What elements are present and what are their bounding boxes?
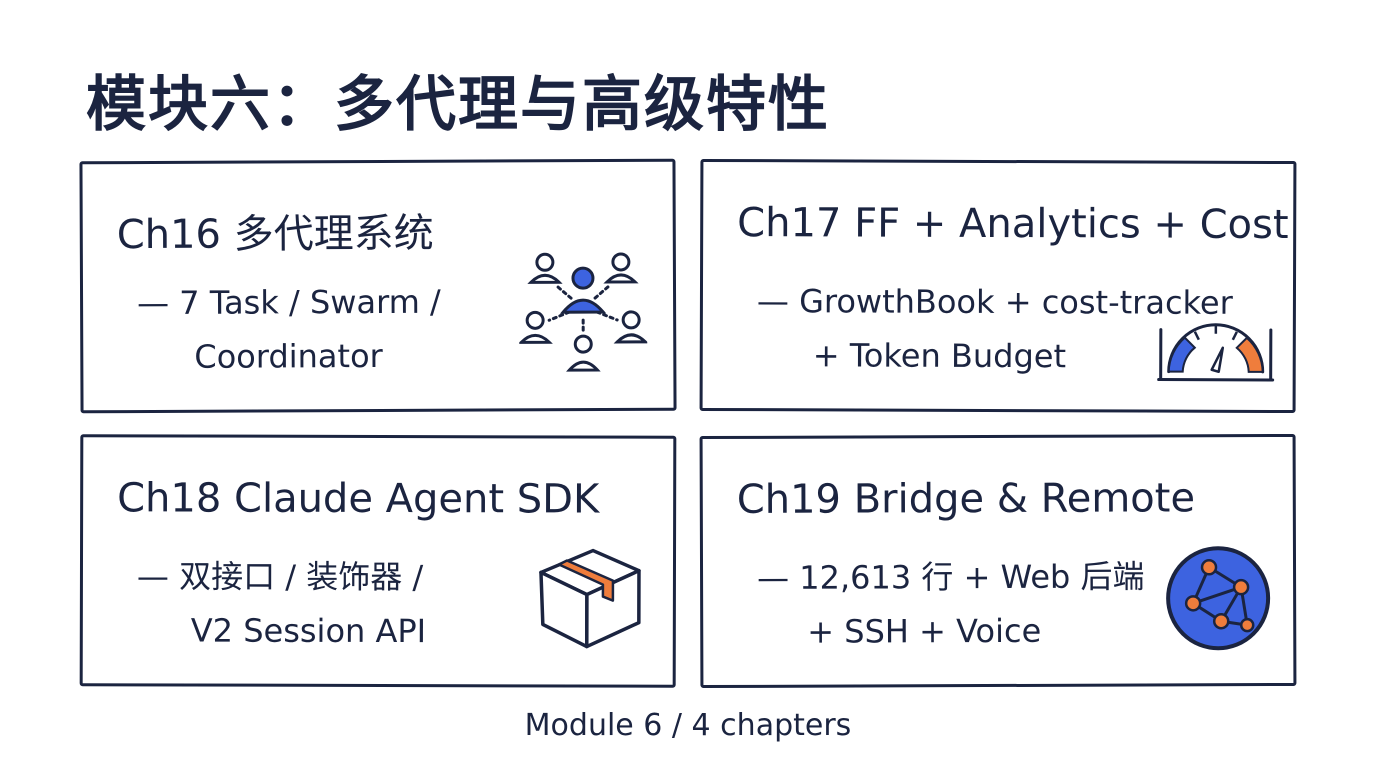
card-desc-line: + SSH + Voice <box>807 611 1042 651</box>
chapter-card-ch18: Ch18 Claude Agent SDK — 双接口 / 装饰器 / V2 S… <box>79 434 677 688</box>
gauge-icon <box>1157 323 1275 382</box>
card-desc-line: — 双接口 / 装饰器 / <box>136 557 424 597</box>
people-network-icon <box>518 252 648 372</box>
card-description: — 双接口 / 装饰器 / V2 Session API <box>137 549 427 658</box>
card-title: Ch18 Claude Agent SDK <box>117 475 600 523</box>
card-description: — 12,613 行 + Web 后端 + SSH + Voice <box>757 549 1145 658</box>
card-title: Ch16 多代理系统 <box>116 210 434 259</box>
card-title: Ch19 Bridge & Remote <box>736 475 1196 523</box>
globe-network-icon <box>1166 546 1271 651</box>
card-desc-line: Coordinator <box>194 336 383 376</box>
card-desc-line: — 12,613 行 + Web 后端 <box>756 557 1145 597</box>
chapter-card-ch17: Ch17 FF + Analytics + Cost — GrowthBook … <box>699 158 1297 414</box>
page-title: 模块六：多代理与高级特性 <box>86 70 830 140</box>
card-desc-line: — 7 Task / Swarm / <box>136 282 441 323</box>
package-box-icon <box>539 548 641 649</box>
chapter-card-ch16: Ch16 多代理系统 — 7 Task / Swarm / Coordinato… <box>79 158 677 414</box>
card-desc-line: V2 Session API <box>190 611 427 651</box>
chapter-card-ch19: Ch19 Bridge & Remote — 12,613 行 + Web 后端… <box>699 433 1297 689</box>
footer-caption: Module 6 / 4 chapters <box>524 708 852 743</box>
card-title: Ch17 FF + Analytics + Cost <box>737 200 1289 249</box>
card-description: — 7 Task / Swarm / Coordinator <box>137 275 441 384</box>
